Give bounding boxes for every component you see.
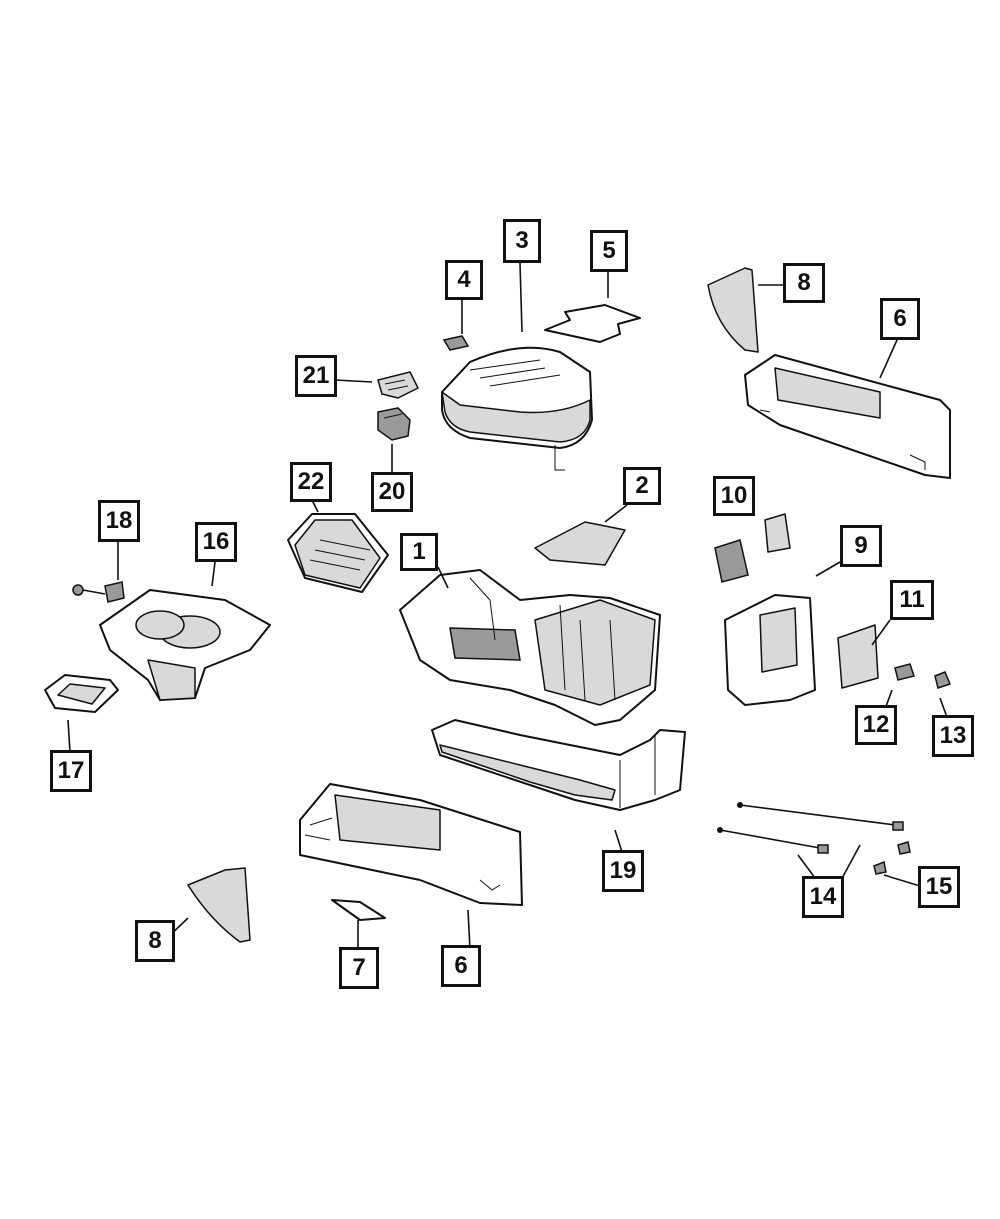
part-wiring xyxy=(717,802,904,854)
callout-16[interactable]: 16 xyxy=(195,522,237,562)
part-side-panel-left xyxy=(299,783,523,906)
callout-8-top[interactable]: 8 xyxy=(783,263,825,303)
part-cupholder-mat xyxy=(44,674,119,713)
callout-1[interactable]: 1 xyxy=(400,533,438,571)
part-cover-plate xyxy=(331,899,386,921)
callout-11[interactable]: 11 xyxy=(890,580,934,620)
part-trim-left xyxy=(187,867,251,943)
part-pad xyxy=(534,521,626,566)
part-sensor xyxy=(72,581,125,603)
callout-12[interactable]: 12 xyxy=(855,705,897,745)
part-duct xyxy=(431,719,686,811)
callout-17[interactable]: 17 xyxy=(50,750,92,792)
part-outlet-usb xyxy=(934,671,952,689)
callout-6-bottom[interactable]: 6 xyxy=(441,945,481,987)
part-side-panel-right xyxy=(744,354,951,479)
part-rear-bezel xyxy=(724,594,816,706)
callout-3[interactable]: 3 xyxy=(503,219,541,263)
callout-2[interactable]: 2 xyxy=(623,467,661,505)
callout-22[interactable]: 22 xyxy=(290,462,332,502)
part-mat xyxy=(544,304,641,343)
part-trim-right xyxy=(707,267,759,353)
part-console-base xyxy=(399,569,661,726)
part-clips xyxy=(873,841,911,875)
part-armrest-lid xyxy=(441,346,593,471)
callout-6-top[interactable]: 6 xyxy=(880,298,920,340)
callout-13[interactable]: 13 xyxy=(932,715,974,757)
callout-7[interactable]: 7 xyxy=(339,947,379,989)
callout-10[interactable]: 10 xyxy=(713,476,755,516)
part-latch xyxy=(377,407,411,441)
part-latch-button xyxy=(442,335,470,351)
part-vent xyxy=(714,513,791,583)
callout-18[interactable]: 18 xyxy=(98,500,140,542)
part-cupholder-bezel xyxy=(99,589,271,701)
callout-19[interactable]: 19 xyxy=(602,850,644,892)
callout-8-bottom[interactable]: 8 xyxy=(135,920,175,962)
callout-21[interactable]: 21 xyxy=(295,355,337,397)
part-hinge xyxy=(377,371,419,399)
callout-4[interactable]: 4 xyxy=(445,260,483,300)
part-outlet xyxy=(894,663,915,681)
part-storage-tray xyxy=(287,513,389,593)
part-outlet-bezel xyxy=(837,624,879,689)
callout-20[interactable]: 20 xyxy=(371,472,413,512)
callout-15[interactable]: 15 xyxy=(918,866,960,908)
callout-5[interactable]: 5 xyxy=(590,230,628,272)
callout-14[interactable]: 14 xyxy=(802,876,844,918)
callout-9[interactable]: 9 xyxy=(840,525,882,567)
